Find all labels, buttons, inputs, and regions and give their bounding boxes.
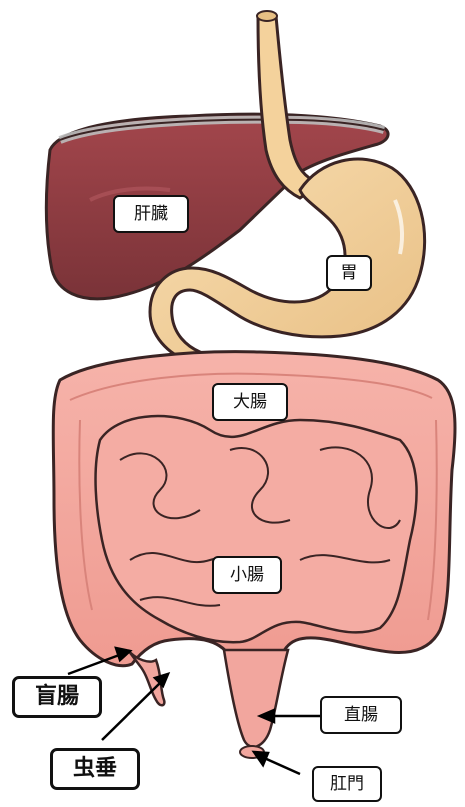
label-appendix: 虫垂 — [50, 748, 140, 790]
label-rectum: 直腸 — [320, 696, 402, 734]
label-large-intestine: 大腸 — [212, 383, 288, 421]
rectum — [224, 650, 288, 758]
label-liver: 肝臓 — [113, 195, 189, 233]
label-small-intestine: 小腸 — [212, 556, 282, 594]
label-cecum: 盲腸 — [12, 676, 102, 718]
label-anus: 肛門 — [312, 766, 382, 802]
small-intestine — [96, 416, 417, 642]
label-stomach: 胃 — [326, 255, 372, 291]
